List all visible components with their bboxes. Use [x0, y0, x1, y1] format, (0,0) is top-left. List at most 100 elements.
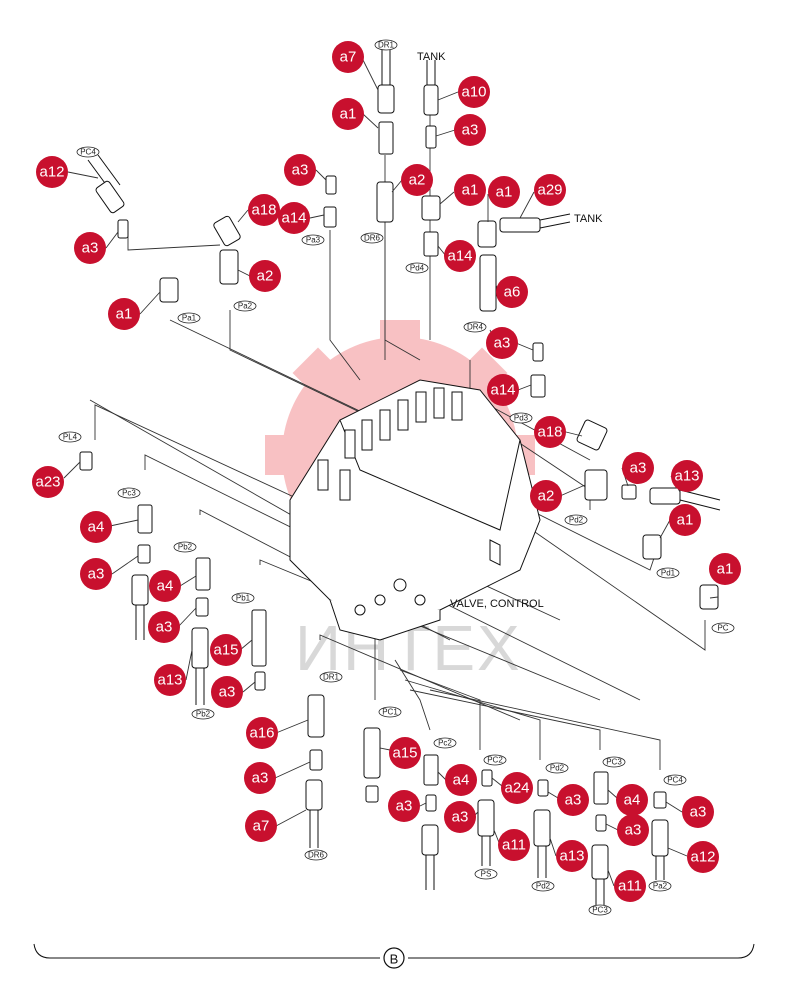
section-marker-label: B: [390, 952, 399, 967]
port-tag: DR1: [319, 671, 343, 683]
svg-text:a3: a3: [88, 566, 105, 583]
port-tag: Pd2: [564, 514, 588, 526]
svg-text:a11: a11: [502, 837, 526, 854]
svg-text:a3: a3: [625, 822, 642, 839]
port-tag: Pd1: [656, 567, 680, 579]
svg-text:Pd4: Pd4: [410, 264, 425, 273]
callout-a14: a14: [444, 240, 476, 272]
svg-text:a1: a1: [340, 106, 357, 123]
svg-text:a1: a1: [717, 561, 734, 578]
port-tag: PC2: [483, 754, 507, 766]
svg-text:Pd3: Pd3: [514, 414, 529, 423]
port-tag: Pb2: [173, 541, 197, 553]
port-tag: PS: [474, 868, 498, 880]
port-tag: Pd2: [545, 762, 569, 774]
callout-a11: a11: [498, 829, 530, 861]
svg-text:PC: PC: [717, 624, 728, 633]
callout-a1: a1: [488, 176, 520, 208]
callout-a13: a13: [671, 460, 703, 492]
port-tag: Pd4: [405, 262, 429, 274]
callout-a3: a3: [557, 784, 589, 816]
svg-text:a23: a23: [35, 474, 60, 491]
port-tag: Pb1: [231, 592, 255, 604]
callout-a7: a7: [245, 810, 277, 842]
port-tag: Pa3: [301, 234, 325, 246]
svg-text:a3: a3: [292, 162, 309, 179]
callout-a13: a13: [556, 840, 588, 872]
svg-text:a4: a4: [157, 578, 174, 595]
callout-a2: a2: [249, 260, 281, 292]
svg-text:a4: a4: [453, 772, 470, 789]
svg-text:a3: a3: [252, 770, 269, 787]
callout-a18: a18: [534, 416, 566, 448]
svg-text:a29: a29: [537, 182, 562, 199]
svg-text:a13: a13: [674, 468, 699, 485]
svg-text:a2: a2: [538, 488, 555, 505]
callout-a3: a3: [244, 762, 276, 794]
svg-text:PC1: PC1: [382, 708, 398, 717]
callout-a15: a15: [389, 737, 421, 769]
callout-a1: a1: [454, 174, 486, 206]
callout-a10: a10: [458, 76, 490, 108]
callout-a3: a3: [486, 327, 518, 359]
port-tag: Pa1: [177, 312, 201, 324]
port-tag: DR1: [374, 39, 398, 51]
fittings: [79, 50, 721, 905]
svg-text:DR4: DR4: [467, 323, 484, 332]
svg-text:a4: a4: [88, 519, 105, 536]
callout-a3: a3: [284, 154, 316, 186]
control-valve-body: [289, 379, 541, 641]
svg-text:Pb1: Pb1: [236, 594, 251, 603]
svg-text:a10: a10: [461, 84, 486, 101]
svg-text:PC4: PC4: [80, 148, 96, 157]
port-tag: Pd2: [531, 880, 555, 892]
svg-text:a1: a1: [677, 512, 694, 529]
svg-text:a2: a2: [409, 172, 426, 189]
callout-a4: a4: [616, 784, 648, 816]
svg-text:PS: PS: [481, 870, 492, 879]
callout-a3: a3: [622, 452, 654, 484]
svg-text:DR1: DR1: [378, 41, 395, 50]
callout-a1: a1: [332, 98, 364, 130]
svg-text:Pd2: Pd2: [550, 764, 565, 773]
callout-a1: a1: [108, 298, 140, 330]
port-tag: Pc3: [117, 487, 141, 499]
svg-text:a3: a3: [494, 335, 511, 352]
svg-text:PC2: PC2: [487, 756, 503, 765]
port-tag: Pd3: [509, 412, 533, 424]
svg-text:a18: a18: [537, 424, 562, 441]
svg-text:Pa2: Pa2: [238, 302, 253, 311]
port-tag: PC: [711, 622, 735, 634]
svg-text:PC4: PC4: [667, 776, 683, 785]
svg-text:DR6: DR6: [308, 851, 325, 860]
callout-a3: a3: [74, 232, 106, 264]
svg-text:Pc2: Pc2: [438, 739, 452, 748]
callout-a1: a1: [709, 553, 741, 585]
callout-a29: a29: [534, 174, 566, 206]
svg-text:DR6: DR6: [364, 234, 381, 243]
svg-text:a12: a12: [39, 164, 64, 181]
callout-a4: a4: [149, 570, 181, 602]
svg-text:DR1: DR1: [323, 673, 340, 682]
callout-a14: a14: [278, 202, 310, 234]
callout-a23: a23: [32, 466, 64, 498]
svg-text:a3: a3: [82, 240, 99, 257]
svg-text:a7: a7: [253, 818, 270, 835]
port-tag: PS: [490, 756, 501, 765]
svg-text:a3: a3: [219, 684, 236, 701]
port-tag: Pa2: [648, 880, 672, 892]
svg-text:Pa3: Pa3: [306, 236, 321, 245]
callout-a6: a6: [496, 276, 528, 308]
svg-text:a15: a15: [213, 642, 238, 659]
callout-a3: a3: [211, 676, 243, 708]
svg-text:a18: a18: [251, 202, 276, 219]
svg-text:Pd2: Pd2: [569, 516, 584, 525]
callout-a12: a12: [687, 841, 719, 873]
svg-text:a14: a14: [490, 382, 515, 399]
port-tag: DR4: [463, 321, 487, 333]
svg-text:a11: a11: [618, 878, 642, 895]
callout-a3: a3: [388, 790, 420, 822]
svg-text:a15: a15: [392, 745, 417, 762]
svg-text:a3: a3: [396, 798, 413, 815]
callout-a4: a4: [445, 764, 477, 796]
